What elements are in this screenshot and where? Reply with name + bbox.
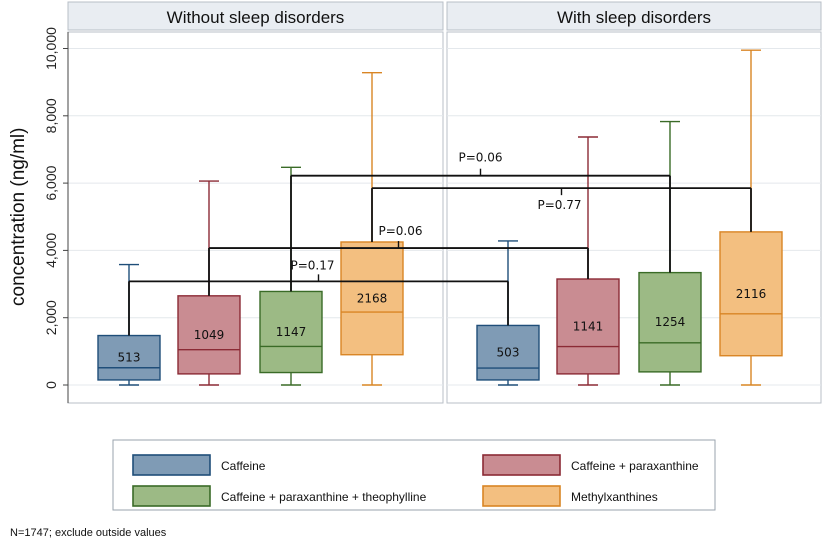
legend-swatch <box>132 454 211 476</box>
comparison-4: P=0.77 <box>371 187 752 242</box>
box-iqr <box>719 231 783 357</box>
legend-swatch <box>482 454 561 476</box>
legend-swatch <box>132 485 211 507</box>
y-tick-label: 0 <box>43 381 59 389</box>
box-1-3: 1147 <box>259 166 323 386</box>
box-iqr <box>177 295 241 375</box>
legend-item-1: Caffeine <box>132 454 266 476</box>
median-label: 2116 <box>736 287 767 301</box>
median-label: 1049 <box>194 328 225 342</box>
y-tick-label: 4,000 <box>43 233 59 268</box>
legend-label: Methylxanthines <box>571 490 658 504</box>
box-2-4: 2116 <box>719 49 783 386</box>
legend-label: Caffeine + paraxanthine + theophylline <box>221 490 427 504</box>
legend-item-4: Methylxanthines <box>482 485 658 507</box>
panel-2: With sleep disorders 503 1141 1254 2116 <box>446 1 822 404</box>
median-label: 1141 <box>573 319 604 333</box>
box-iqr <box>97 334 161 381</box>
legend-item-2: Caffeine + paraxanthine <box>482 454 699 476</box>
median-label: 1254 <box>655 315 686 329</box>
panel-title: With sleep disorders <box>557 8 711 27</box>
legend-label: Caffeine + paraxanthine <box>571 459 699 473</box>
comparison-2: P=0.06 <box>208 224 589 296</box>
legend-item-3: Caffeine + paraxanthine + theophylline <box>132 485 427 507</box>
median-label: 513 <box>118 351 141 365</box>
y-tick-label: 6,000 <box>43 165 59 200</box>
panel-title-strip <box>67 1 444 31</box>
panel-title: Without sleep disorders <box>167 8 345 27</box>
box-1-2: 1049 <box>177 180 241 386</box>
legend: Caffeine Caffeine + paraxanthineCaffeine … <box>112 439 716 511</box>
y-tick-label: 10,000 <box>43 27 59 70</box>
p-value-label: P=0.17 <box>291 258 335 272</box>
comparison-1: P=0.17 <box>128 258 509 336</box>
box-iqr <box>259 290 323 374</box>
legend-label: Caffeine <box>221 459 266 473</box>
median-label: 1147 <box>276 325 307 339</box>
p-value-label: P=0.06 <box>458 151 502 165</box>
legend-frame <box>112 439 716 511</box>
box-2-3: 1254 <box>638 120 702 386</box>
comparisons: P=0.17P=0.06P=0.06P=0.77 <box>128 151 752 336</box>
y-axis-label: concentration (ng/ml) <box>8 128 29 306</box>
legend-swatch <box>482 485 561 507</box>
box-2-2: 1141 <box>556 136 620 386</box>
y-tick-label: 2,000 <box>43 300 59 335</box>
box-iqr <box>556 278 620 375</box>
comparison-3: P=0.06 <box>290 151 671 292</box>
panel-1: Without sleep disorders 513 1049 1147 2168 <box>67 1 444 404</box>
median-label: 2168 <box>357 291 388 305</box>
panel-title-strip <box>446 1 822 31</box>
p-value-label: P=0.77 <box>537 198 581 212</box>
box-1-1: 513 <box>97 263 161 386</box>
y-tick-label: 8,000 <box>43 98 59 133</box>
footnote: N=1747; exclude outside values <box>10 527 167 539</box>
p-value-label: P=0.06 <box>379 224 423 238</box>
median-label: 503 <box>497 346 520 360</box>
y-axis: 0 2,000 4,000 6,000 8,000 10,000 <box>43 27 69 403</box>
